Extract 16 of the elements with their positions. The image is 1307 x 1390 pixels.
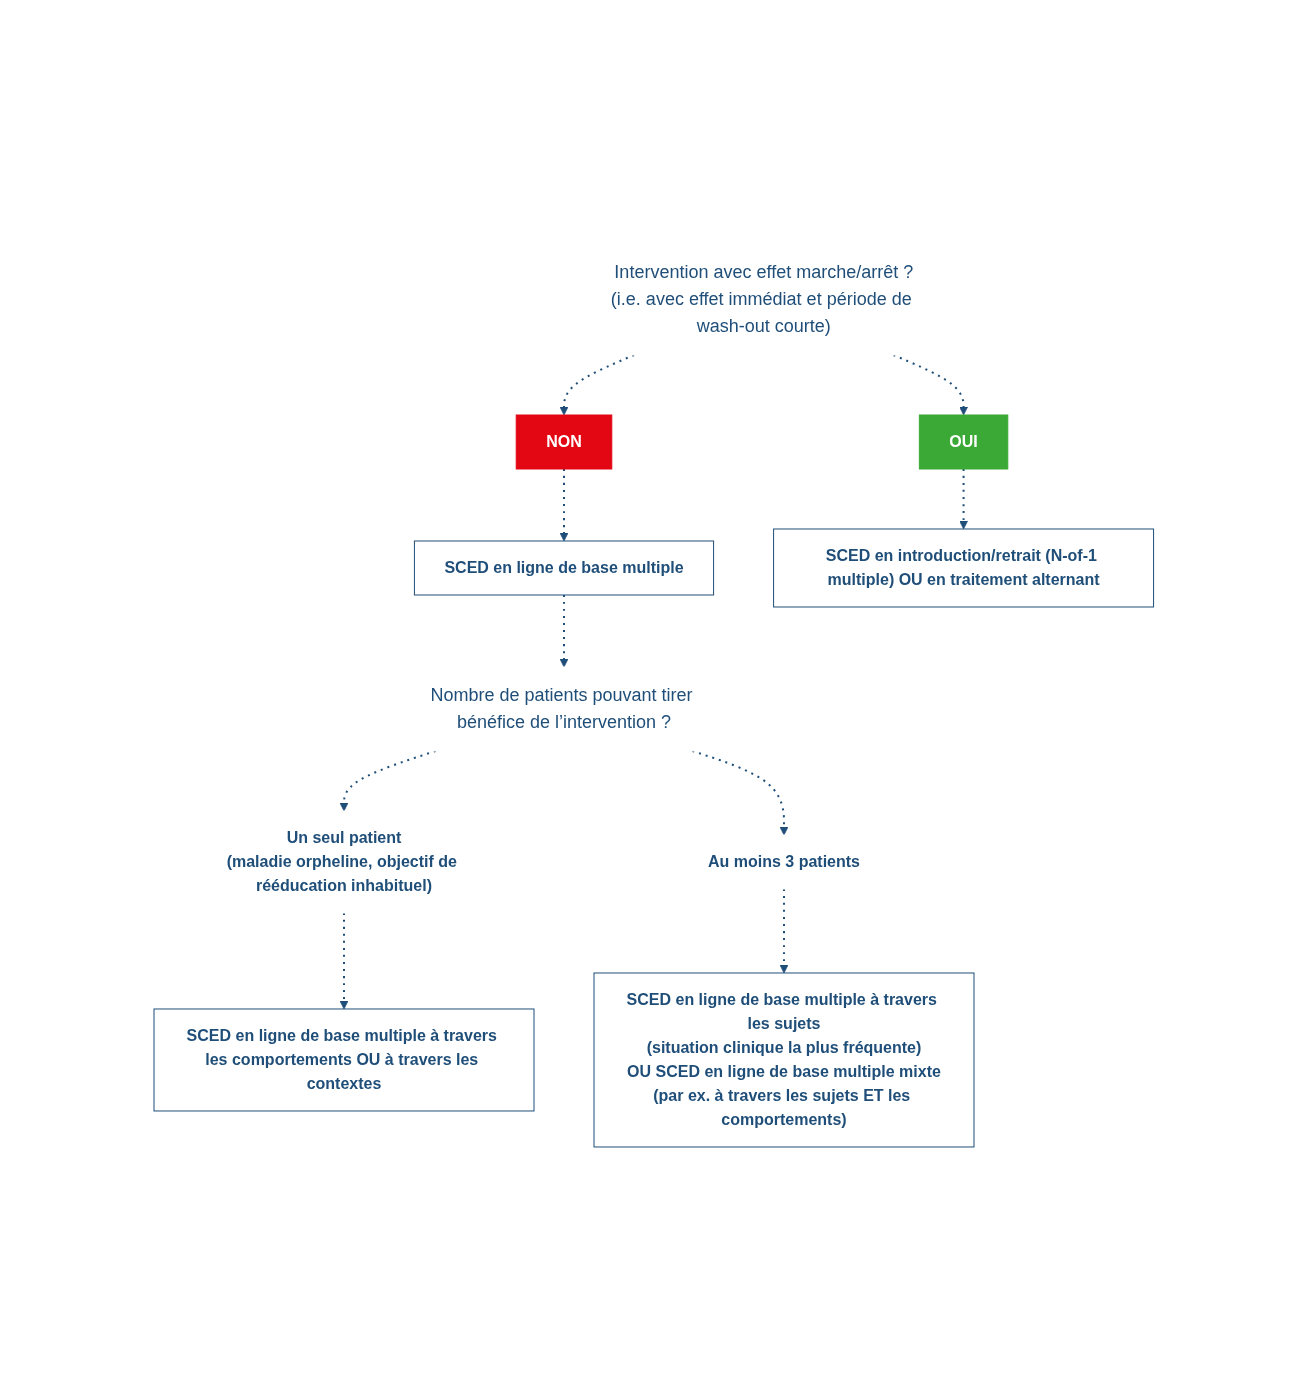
- node-box: SCED en ligne de base multiple: [413, 540, 714, 595]
- node-box: OUI: [918, 414, 1008, 469]
- arrow: [559, 467, 569, 541]
- arrow: [559, 593, 569, 667]
- node-box: SCED en ligne de base multiple à travers les comportements OU à travers les contextes: [153, 1008, 535, 1111]
- arrow: [339, 911, 349, 1009]
- arrow: [779, 887, 789, 973]
- node-box: NON: [515, 414, 612, 469]
- node-text: Au moins 3 patients: [707, 852, 860, 870]
- arrow: [892, 353, 968, 415]
- node-box: SCED en introduction/retrait (N-of-1 multiple) OU en traitement alternant: [772, 528, 1154, 607]
- node-text: Intervention avec effet marche/arrêt ? (i.e. avec effet immédiat et période de wash-out courte): [610, 261, 913, 336]
- node-text: Un seul patient (maladie orpheline, objectif de rééducation inhabituel): [226, 828, 457, 894]
- node-box: SCED en ligne de base multiple à travers les sujets (situation clinique la plus fréquente) OU SCED en ligne de base multiple mixte (par ex. à travers les sujets ET les comportements): [593, 972, 975, 1147]
- arrow: [958, 467, 968, 529]
- node-text: Nombre de patients pouvant tirer bénéfice de l’intervention ?: [430, 684, 693, 732]
